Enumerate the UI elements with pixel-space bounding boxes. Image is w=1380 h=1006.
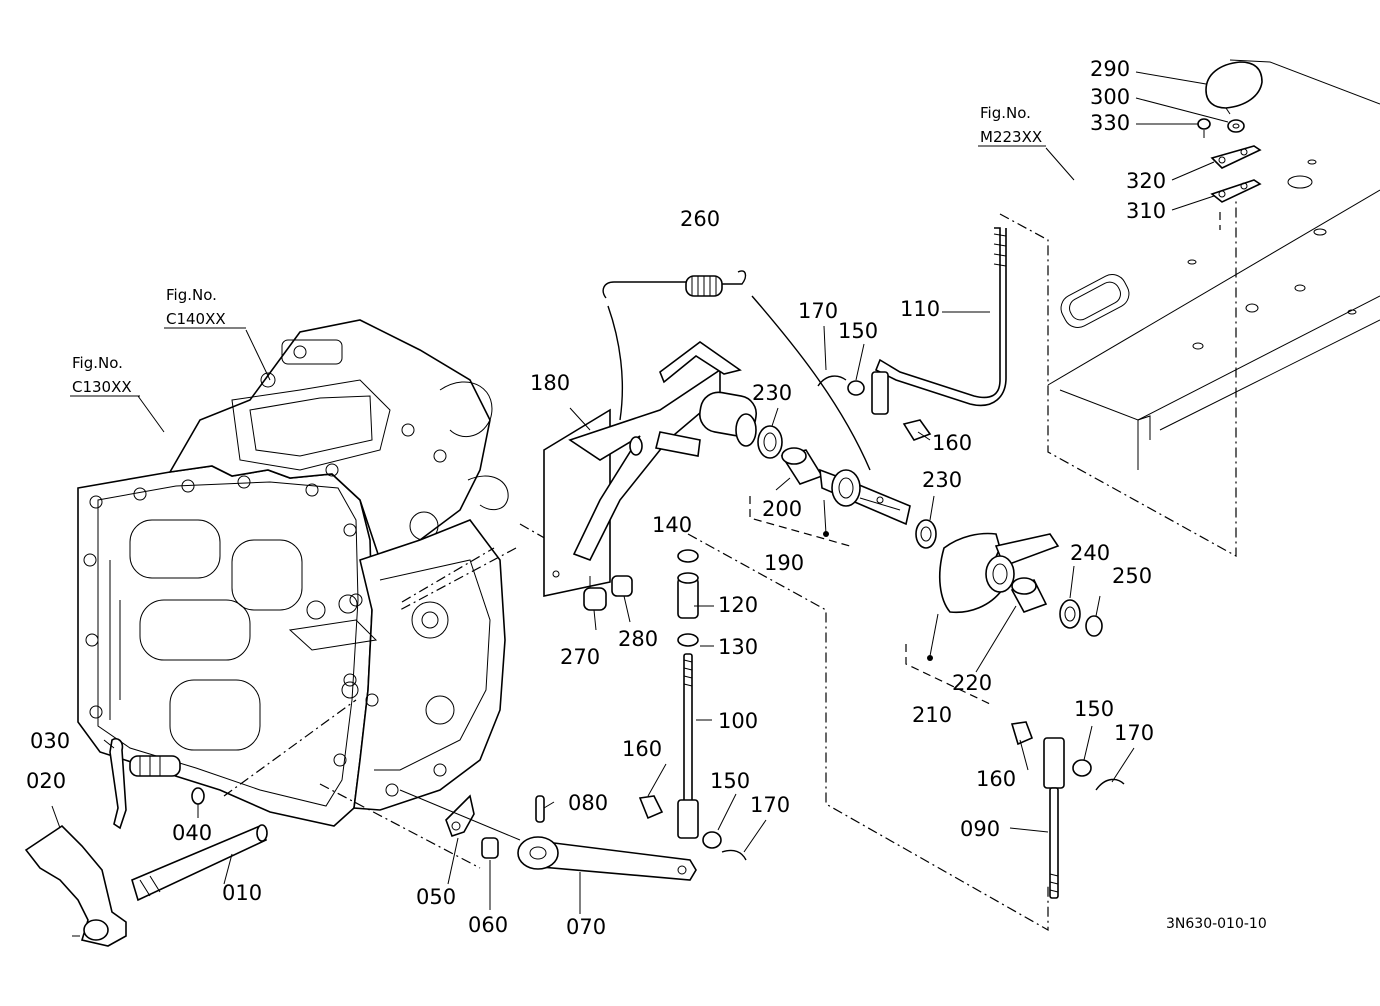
callout-p160b: 160 [622, 737, 662, 761]
callout-p060: 060 [468, 913, 508, 937]
callout-p170c: 170 [1114, 721, 1154, 745]
bolt-330 [1197, 118, 1211, 138]
washer-150b [702, 831, 722, 849]
rod-090 [1043, 737, 1065, 899]
case-bolt-holes [83, 475, 363, 767]
fig-ref-c130-code: C130XX [72, 378, 132, 396]
callout-p260: 260 [680, 207, 720, 231]
callout-p160a: 160 [932, 431, 972, 455]
fig-ref-c130: Fig.No. C130XX [70, 354, 140, 397]
floor-plate [1047, 59, 1380, 470]
knob-290 [1205, 61, 1263, 115]
fork-020 [24, 824, 127, 947]
washer-230b [915, 519, 937, 549]
callout-p200: 200 [762, 497, 802, 521]
pin-160a [902, 419, 932, 441]
pin-170b [721, 849, 747, 861]
callout-p150a: 150 [838, 319, 878, 343]
collar-220 [1010, 577, 1048, 613]
segment-210 [905, 532, 1060, 705]
callout-p210: 210 [912, 703, 952, 727]
callout-p120: 120 [718, 593, 758, 617]
arm-070 [517, 836, 697, 881]
assembly-axis-lines [223, 200, 1237, 932]
callout-p160c: 160 [976, 767, 1016, 791]
spring-pin-080 [535, 795, 545, 823]
washer-240 [1059, 599, 1081, 629]
callout-p250: 250 [1112, 564, 1152, 588]
callout-p150c: 150 [1074, 697, 1114, 721]
bracket-180 [543, 341, 757, 597]
callout-p080: 080 [568, 791, 608, 815]
callout-p050: 050 [416, 885, 456, 909]
callout-p110: 110 [900, 297, 940, 321]
shaft-010 [131, 824, 268, 902]
callout-p170a: 170 [798, 299, 838, 323]
callout-p320: 320 [1126, 169, 1166, 193]
collar-200 [780, 447, 824, 485]
callout-p330: 330 [1090, 111, 1130, 135]
tube-120 [677, 572, 699, 619]
rod-110 [871, 227, 1007, 415]
callout-p030: 030 [30, 729, 70, 753]
washer-230a [757, 425, 783, 459]
plate-320 [1210, 145, 1262, 169]
pin-170a [817, 375, 847, 387]
callout-p240: 240 [1070, 541, 1110, 565]
drawing-code: 3N630-010-10 [1166, 916, 1267, 932]
callout-p310: 310 [1126, 199, 1166, 223]
spring-260 [602, 270, 871, 471]
washer-150c [1072, 759, 1092, 777]
fig-ref-m223-code: M223XX [980, 128, 1042, 146]
o-ring-040 [191, 787, 205, 805]
pin-170c [1095, 778, 1125, 791]
fig-ref-c140-label: Fig.No. [166, 286, 217, 304]
callout-p150b: 150 [710, 769, 750, 793]
callout-p290: 290 [1090, 57, 1130, 81]
transmission-case [77, 319, 509, 827]
callout-p220: 220 [952, 671, 992, 695]
callout-p300: 300 [1090, 85, 1130, 109]
shaft-to-arm-line [399, 789, 521, 841]
fig-ref-c140-code: C140XX [166, 310, 226, 328]
rod-100 [677, 653, 699, 839]
leader-lines [51, 71, 1229, 914]
callout-p020: 020 [26, 769, 66, 793]
callout-p280: 280 [618, 627, 658, 651]
callout-p230b: 230 [922, 468, 962, 492]
callout-p270: 270 [560, 645, 600, 669]
callout-p070: 070 [566, 915, 606, 939]
callout-p100: 100 [718, 709, 758, 733]
fig-ref-c140: Fig.No. C140XX [164, 286, 246, 329]
pin-160c [1010, 721, 1034, 746]
callout-p130: 130 [718, 635, 758, 659]
callout-p170b: 170 [750, 793, 790, 817]
nut-130 [677, 633, 699, 647]
fig-ref-m223: Fig.No. M223XX [978, 104, 1046, 147]
fig-ref-c130-label: Fig.No. [72, 354, 123, 372]
bolt-060 [481, 837, 499, 859]
bolt-270 [583, 576, 607, 611]
callout-p230a: 230 [752, 381, 792, 405]
washer-150a [847, 380, 865, 396]
nut-140 [677, 549, 699, 563]
bolt-280 [611, 575, 633, 597]
callout-p090: 090 [960, 817, 1000, 841]
lever-050 [445, 794, 475, 838]
callout-p140: 140 [652, 513, 692, 537]
shift-arm-030 [109, 737, 181, 830]
fig-ref-m223-label: Fig.No. [980, 104, 1031, 122]
callout-p040: 040 [172, 821, 212, 845]
cam-190 [749, 468, 911, 547]
callout-p010: 010 [222, 881, 262, 905]
plate-310 [1210, 179, 1262, 203]
callout-p180: 180 [530, 371, 570, 395]
callout-p190: 190 [764, 551, 804, 575]
clip-250 [1085, 615, 1103, 637]
pin-160b [638, 795, 664, 820]
washer-300 [1227, 119, 1245, 133]
